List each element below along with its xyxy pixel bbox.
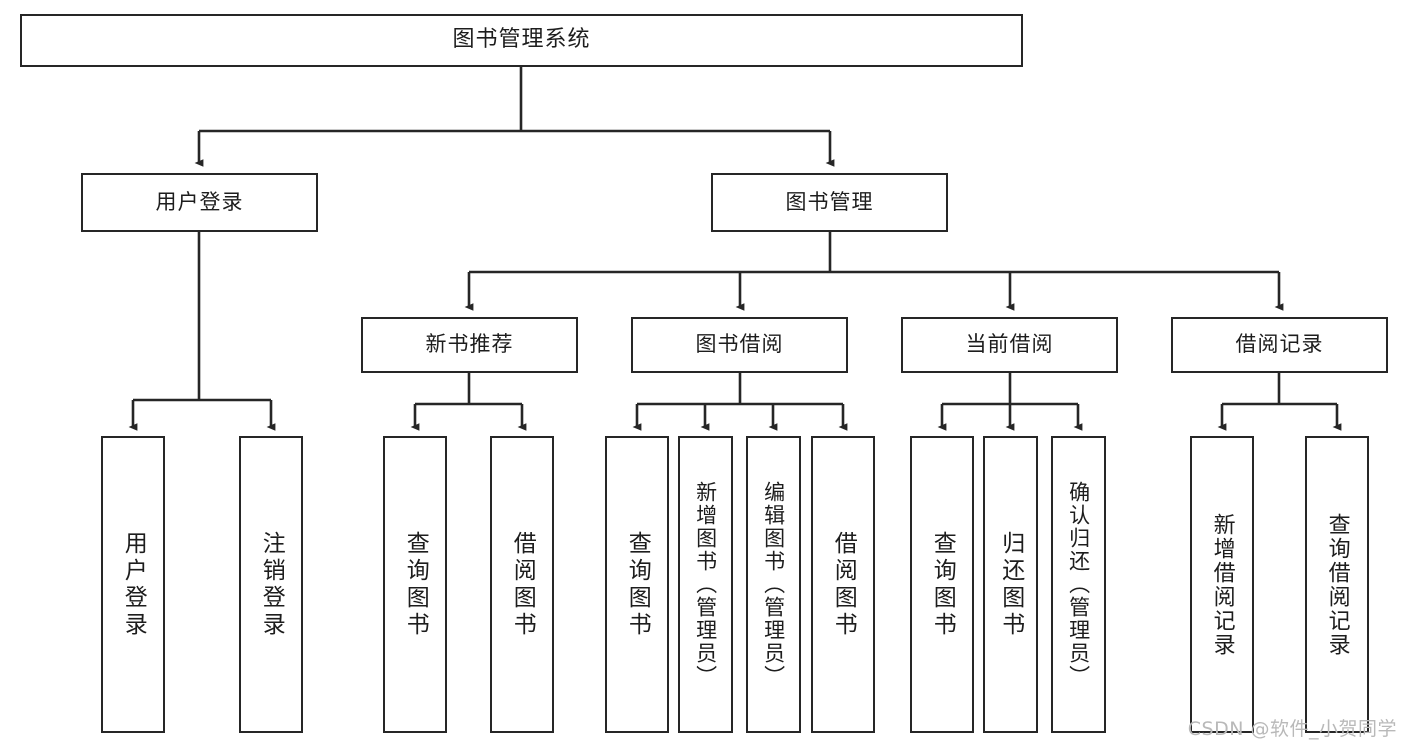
node-borrow-record[interactable]: 借阅记录 bbox=[1171, 317, 1388, 373]
node-label: 新增借阅记录 bbox=[1209, 512, 1235, 657]
leaf-borrow-borrow-book[interactable]: 借阅图书 bbox=[811, 436, 875, 733]
leaf-current-return-book[interactable]: 归还图书 bbox=[983, 436, 1038, 733]
csdn-watermark: CSDN @软件_小贺同学 bbox=[1187, 718, 1397, 740]
node-root-system[interactable]: 图书管理系统 bbox=[20, 14, 1023, 67]
node-label: 新书推荐 bbox=[425, 332, 514, 357]
node-label: 用户登录 bbox=[155, 189, 244, 214]
leaf-current-query-book[interactable]: 查询图书 bbox=[910, 436, 974, 733]
node-label: 借阅图书 bbox=[830, 530, 857, 639]
node-book-management[interactable]: 图书管理 bbox=[711, 173, 948, 232]
leaf-recommend-query-book[interactable]: 查询图书 bbox=[383, 436, 447, 733]
node-current-borrow[interactable]: 当前借阅 bbox=[901, 317, 1118, 373]
node-label: 注销登录 bbox=[258, 530, 285, 639]
node-book-borrow[interactable]: 图书借阅 bbox=[631, 317, 848, 373]
node-label: 借阅记录 bbox=[1235, 332, 1324, 357]
node-label: 图书借阅 bbox=[695, 332, 784, 357]
node-new-book-recommend[interactable]: 新书推荐 bbox=[361, 317, 578, 373]
node-user-login[interactable]: 用户登录 bbox=[81, 173, 318, 232]
leaf-current-confirm-return-admin[interactable]: 确认归还（管理员） bbox=[1051, 436, 1106, 733]
node-label: 查询图书 bbox=[929, 530, 956, 639]
node-label: 归还图书 bbox=[997, 530, 1024, 639]
leaf-recommend-borrow-book[interactable]: 借阅图书 bbox=[490, 436, 554, 733]
leaf-record-add-record[interactable]: 新增借阅记录 bbox=[1190, 436, 1254, 733]
node-label: 查询借阅记录 bbox=[1324, 512, 1350, 657]
node-label: 查询图书 bbox=[624, 530, 651, 639]
leaf-borrow-edit-book-admin[interactable]: 编辑图书（管理员） bbox=[746, 436, 801, 733]
leaf-record-query-record[interactable]: 查询借阅记录 bbox=[1305, 436, 1369, 733]
node-label: 查询图书 bbox=[402, 530, 429, 639]
node-label: 图书管理 bbox=[785, 189, 874, 214]
node-label: 借阅图书 bbox=[509, 530, 536, 639]
leaf-borrow-query-book[interactable]: 查询图书 bbox=[605, 436, 669, 733]
node-label: 用户登录 bbox=[120, 530, 147, 639]
leaf-borrow-add-book-admin[interactable]: 新增图书（管理员） bbox=[678, 436, 733, 733]
node-label: 确认归还（管理员） bbox=[1066, 481, 1091, 688]
node-label: 编辑图书（管理员） bbox=[761, 481, 786, 688]
node-label: 图书管理系统 bbox=[452, 27, 591, 53]
leaf-user-login[interactable]: 用户登录 bbox=[101, 436, 165, 733]
node-label: 新增图书（管理员） bbox=[693, 481, 718, 688]
node-label: 当前借阅 bbox=[965, 332, 1054, 357]
leaf-user-logout[interactable]: 注销登录 bbox=[239, 436, 303, 733]
